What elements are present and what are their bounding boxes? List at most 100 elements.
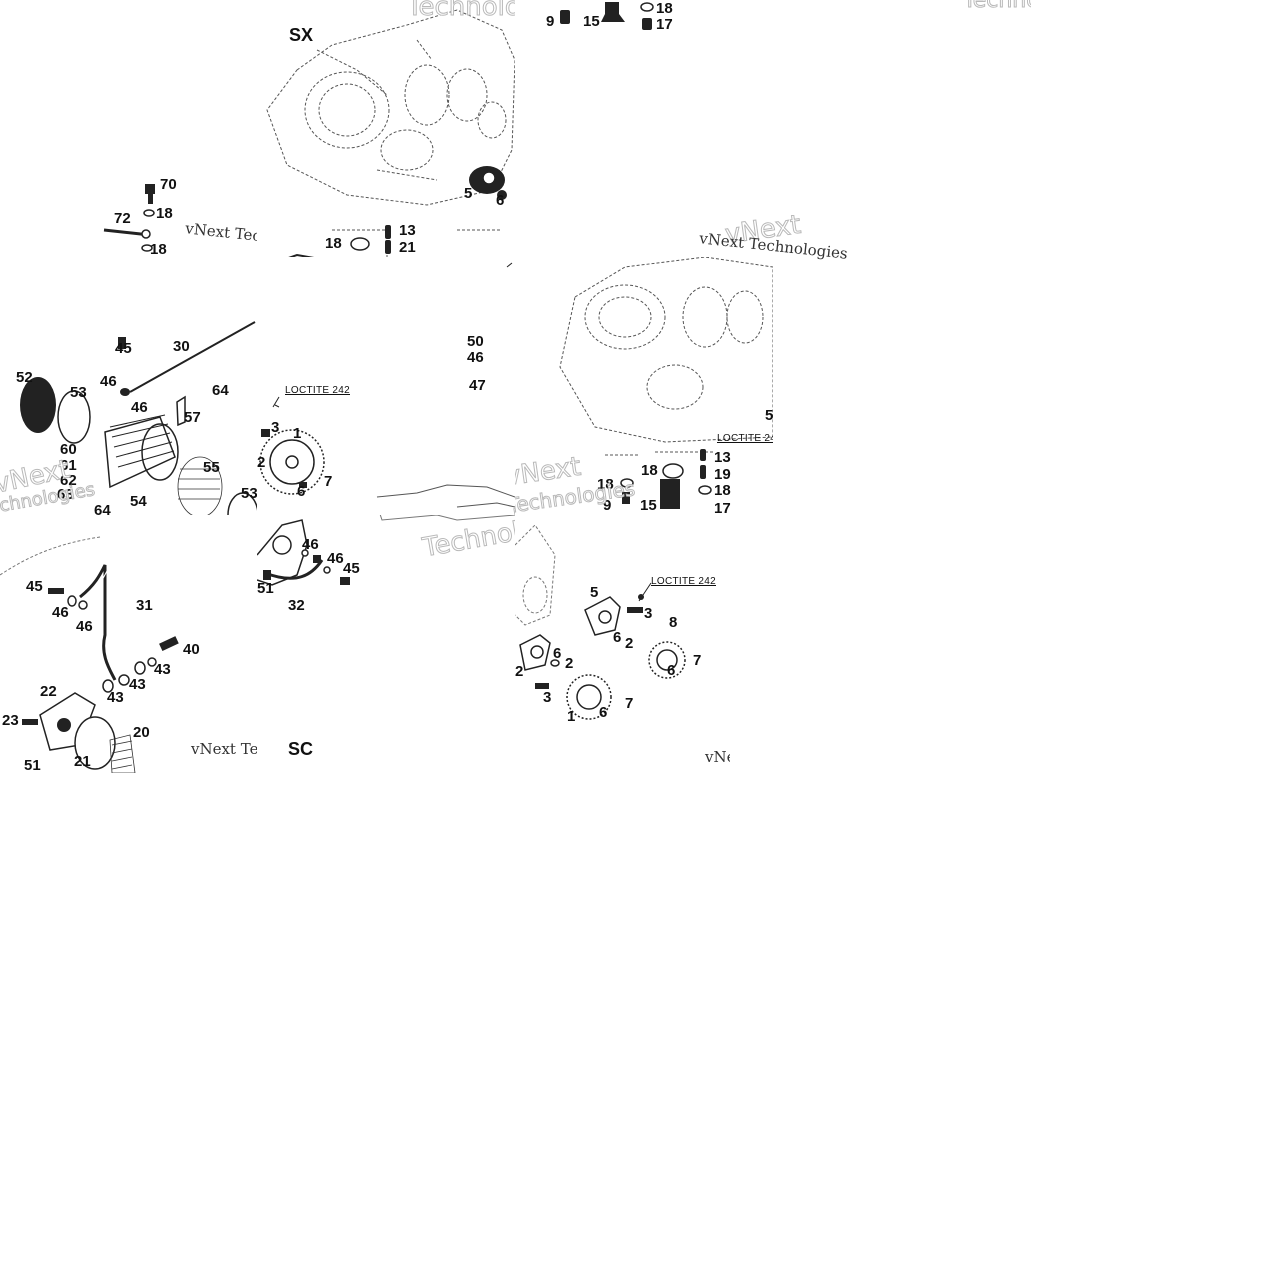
- part-number: 46: [302, 536, 319, 553]
- blank-area: [773, 275, 1285, 515]
- part-number: 2: [515, 663, 524, 680]
- part-number: 51: [257, 580, 274, 597]
- part-number: 50: [467, 333, 484, 350]
- part-number: 9: [546, 13, 555, 30]
- watermark-band: vNext vNext Technologies: [695, 215, 1025, 275]
- part-number: 53: [241, 485, 257, 502]
- pump-gear-drawing: [259, 262, 515, 508]
- part-number: 43: [129, 676, 146, 693]
- part-number: 13: [714, 449, 731, 466]
- part-number: 9: [603, 497, 612, 514]
- part-number: 52: [16, 369, 33, 386]
- part-number: 53: [70, 384, 87, 401]
- part-number: 46: [467, 349, 484, 366]
- part-number: 1: [293, 425, 302, 442]
- diagram-panel-breather-parts: 70 18 72 18 vNext Technologies: [0, 170, 257, 257]
- part-number: 18: [150, 241, 167, 257]
- part-number: 46: [76, 618, 93, 635]
- diagram-panel-sx-crankcase: SX 5 6 18 13 21 56 Technologies: [257, 0, 515, 257]
- part-number: 6: [599, 704, 608, 721]
- section-label-sc: SC: [288, 739, 314, 759]
- watermark-outline: Technolo: [962, 0, 1031, 14]
- part-number: 31: [136, 597, 153, 614]
- breather-drawing: [103, 184, 155, 252]
- part-number: 46: [100, 373, 117, 390]
- part-number: 2: [625, 635, 634, 652]
- crankcase-drawing: [266, 9, 515, 257]
- diagram-panel-drain-parts: 9 15 18 17: [515, 0, 773, 257]
- part-number: 13: [399, 222, 416, 239]
- part-number: 45: [26, 578, 43, 595]
- part-number: 2: [565, 655, 574, 672]
- part-number: 46: [52, 604, 69, 621]
- part-number: 22: [40, 683, 57, 700]
- diagram-panel-blank-top-right: Technolo: [773, 0, 1031, 257]
- sc-pump-gears-drawing: [515, 524, 686, 720]
- loctite-note: LOCTITE 242: [285, 385, 350, 396]
- part-number: 30: [173, 338, 190, 355]
- diagram-panel-oil-pump-gear: LOCTITE 242 3 1 2 6 7 50 46 47 Technolog…: [257, 257, 515, 515]
- part-number: 46: [327, 550, 344, 567]
- part-number: 15: [583, 13, 600, 30]
- part-number: 55: [203, 459, 220, 476]
- part-number: 20: [133, 724, 150, 741]
- part-number: 51: [24, 757, 41, 773]
- part-number: 6: [613, 629, 622, 646]
- part-number: 18: [641, 462, 658, 479]
- part-number: 18: [325, 235, 342, 252]
- part-number: 46: [131, 399, 148, 416]
- oil-line-drawing: [0, 536, 179, 773]
- part-number: 7: [625, 695, 634, 712]
- part-number: 17: [714, 500, 731, 515]
- part-number: 43: [107, 689, 124, 706]
- part-number: 45: [343, 560, 360, 577]
- part-number: 1: [567, 708, 576, 725]
- part-number: 47: [469, 377, 486, 394]
- part-number: 5: [464, 185, 473, 202]
- part-number: 6: [553, 645, 562, 662]
- drain-parts-drawing: [560, 2, 654, 30]
- part-number: 3: [271, 419, 280, 436]
- part-number: 18: [597, 476, 614, 493]
- sc-pump-drawing: [257, 515, 515, 586]
- part-number: 17: [656, 16, 673, 33]
- part-number: 61: [60, 457, 77, 474]
- crankcase-right-drawing: [559, 257, 773, 509]
- diagram-panel-crankcase-right: LOCTITE 24 5 18 13 19 18 18 9 15 17 vNex…: [515, 257, 773, 515]
- part-number: 62: [60, 472, 77, 489]
- part-number: 6: [496, 192, 505, 209]
- part-number: 18: [656, 0, 673, 17]
- part-number: 6: [297, 483, 306, 500]
- loctite-note: LOCTITE 242: [651, 576, 716, 587]
- part-number: 70: [160, 176, 177, 193]
- section-label-sx: SX: [289, 25, 314, 45]
- part-number: 64: [94, 502, 111, 515]
- part-number: 7: [693, 652, 702, 669]
- part-number: 23: [2, 712, 19, 729]
- part-number: 15: [640, 497, 657, 514]
- diagram-panel-sc-pump: 46 46 45 51 32 SC Technologies: [257, 515, 515, 773]
- part-number: 18: [156, 205, 173, 222]
- watermark-outline: Technologies: [406, 0, 515, 23]
- part-number: 6: [667, 662, 676, 679]
- blank-area: [0, 773, 1285, 1285]
- loctite-note: LOCTITE 24: [717, 433, 773, 444]
- part-number: 63: [57, 486, 74, 503]
- diagram-panel-oil-filter: 45 30 52 46 53 46 64 57 60 61 62 63 55 5…: [0, 257, 257, 515]
- part-number: 5: [590, 584, 599, 601]
- part-number: 57: [184, 409, 201, 426]
- part-number: 32: [288, 597, 305, 614]
- part-number: 40: [183, 641, 200, 658]
- part-number: 21: [399, 239, 416, 256]
- part-number: 43: [154, 661, 171, 678]
- part-number: 21: [74, 753, 91, 770]
- part-number: 72: [114, 210, 131, 227]
- part-number: 45: [115, 340, 132, 357]
- diagram-panel-oil-line: 45 46 46 31 40 43 43 43 22 23 20 21 51 v…: [0, 515, 257, 773]
- part-number: 3: [543, 689, 552, 706]
- oil-filter-drawing: [20, 321, 257, 515]
- part-number: 7: [324, 473, 333, 490]
- part-number: 5: [765, 407, 773, 424]
- part-number: 60: [60, 441, 77, 458]
